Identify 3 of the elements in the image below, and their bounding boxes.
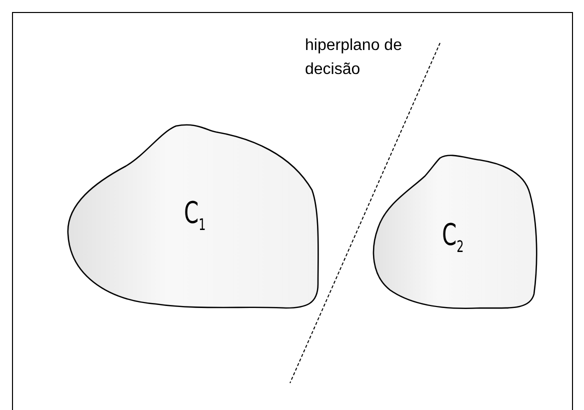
cluster-label: C$_{2}$ (442, 218, 464, 256)
line-label: hiperplano de decisão (305, 36, 403, 80)
cluster-label: C$_{1}$ (184, 196, 206, 234)
